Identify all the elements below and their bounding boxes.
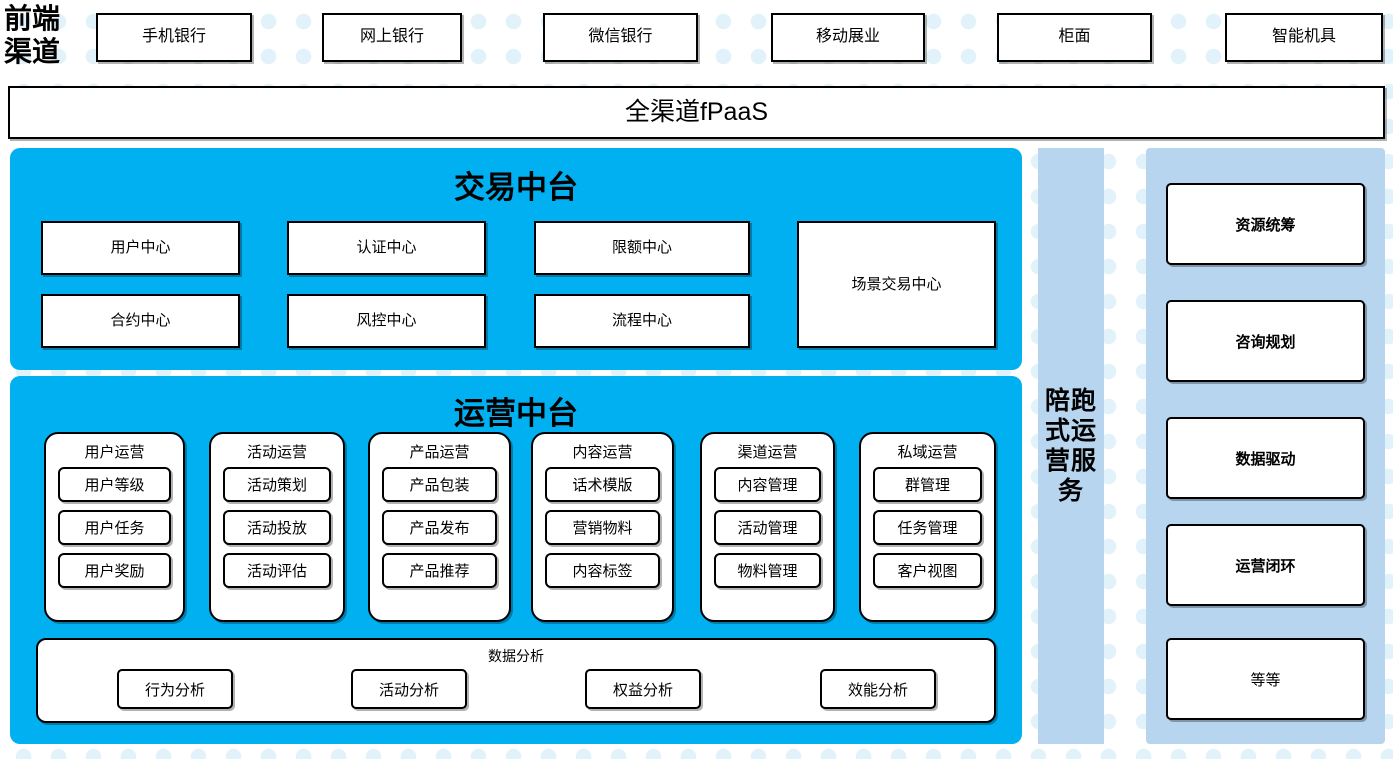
data-analysis-performance[interactable]: 效能分析 xyxy=(820,669,936,709)
data-analysis-activity[interactable]: 活动分析 xyxy=(351,669,467,709)
ops-column-title: 私域运营 xyxy=(897,444,958,461)
ops-column-title: 活动运营 xyxy=(246,444,307,461)
ops-item-user-level[interactable]: 用户等级 xyxy=(58,467,171,502)
ops-item-material-manage[interactable]: 物料管理 xyxy=(714,553,821,588)
ops-item-product-release[interactable]: 产品发布 xyxy=(382,510,497,545)
ops-column-content-operation[interactable]: 内容运营 话术模版 营销物料 内容标签 xyxy=(531,432,674,622)
ops-column-activity-operation[interactable]: 活动运营 活动策划 活动投放 活动评估 xyxy=(209,432,345,622)
data-analysis-behavior[interactable]: 行为分析 xyxy=(117,669,233,709)
capability-data-driven[interactable]: 数据驱动 xyxy=(1166,417,1365,499)
ops-item-activity-delivery[interactable]: 活动投放 xyxy=(223,510,331,545)
trade-cell-auth-center[interactable]: 认证中心 xyxy=(287,221,486,275)
ops-center-title: 运营中台 xyxy=(454,396,578,431)
ops-item-script-template[interactable]: 话术模版 xyxy=(545,467,660,502)
channel-mobile-bank[interactable]: 手机银行 xyxy=(96,13,252,62)
ops-item-content-tag[interactable]: 内容标签 xyxy=(545,553,660,588)
companion-operation-service-label: 陪跑式运营服务 xyxy=(1044,387,1097,505)
capability-etc[interactable]: 等等 xyxy=(1166,638,1365,720)
ops-column-title: 用户运营 xyxy=(84,444,145,461)
ops-item-marketing-material[interactable]: 营销物料 xyxy=(545,510,660,545)
ops-item-activity-planning[interactable]: 活动策划 xyxy=(223,467,331,502)
front-end-channel-label: 前端 渠道 xyxy=(4,3,82,73)
companion-operation-service-strip[interactable]: 陪跑式运营服务 xyxy=(1038,148,1104,744)
channel-counter[interactable]: 柜面 xyxy=(997,13,1152,62)
ops-item-task-manage[interactable]: 任务管理 xyxy=(873,510,982,545)
trade-center-panel: 交易中台 用户中心 认证中心 限额中心 合约中心 风控中心 流程中心 场景交易中… xyxy=(10,148,1022,370)
ops-center-panel: 运营中台 用户运营 用户等级 用户任务 用户奖励 活动运营 活动策划 活动投放 … xyxy=(10,376,1022,744)
ops-item-activity-manage[interactable]: 活动管理 xyxy=(714,510,821,545)
ops-column-product-operation[interactable]: 产品运营 产品包装 产品发布 产品推荐 xyxy=(368,432,511,622)
ops-item-customer-view[interactable]: 客户视图 xyxy=(873,553,982,588)
trade-cell-contract-center[interactable]: 合约中心 xyxy=(41,294,240,348)
capability-consulting-planning[interactable]: 咨询规划 xyxy=(1166,300,1365,382)
capability-resource-coordination[interactable]: 资源统筹 xyxy=(1166,183,1365,265)
trade-cell-user-center[interactable]: 用户中心 xyxy=(41,221,240,275)
ops-column-title: 产品运营 xyxy=(409,444,470,461)
capability-panel: 资源统筹 咨询规划 数据驱动 运营闭环 等等 xyxy=(1146,148,1385,744)
channel-mobile-biz[interactable]: 移动展业 xyxy=(771,13,925,62)
trade-center-title: 交易中台 xyxy=(454,170,578,205)
trade-cell-limit-center[interactable]: 限额中心 xyxy=(534,221,750,275)
channel-smart-machine[interactable]: 智能机具 xyxy=(1225,13,1383,62)
data-analysis-title: 数据分析 xyxy=(488,648,544,664)
omnichannel-fpaas-bar[interactable]: 全渠道fPaaS xyxy=(8,86,1385,139)
ops-column-title: 渠道运营 xyxy=(737,444,798,461)
trade-cell-risk-center[interactable]: 风控中心 xyxy=(287,294,486,348)
ops-item-activity-evaluate[interactable]: 活动评估 xyxy=(223,553,331,588)
channel-wechat-bank[interactable]: 微信银行 xyxy=(543,13,698,62)
ops-column-channel-operation[interactable]: 渠道运营 内容管理 活动管理 物料管理 xyxy=(700,432,835,622)
data-analysis-benefit[interactable]: 权益分析 xyxy=(585,669,701,709)
ops-column-title: 内容运营 xyxy=(572,444,633,461)
capability-operation-closed-loop[interactable]: 运营闭环 xyxy=(1166,524,1365,606)
data-analysis-panel[interactable]: 数据分析 行为分析 活动分析 权益分析 效能分析 xyxy=(36,638,996,723)
trade-cell-scene-transaction-center[interactable]: 场景交易中心 xyxy=(797,221,996,348)
ops-column-private-domain-operation[interactable]: 私域运营 群管理 任务管理 客户视图 xyxy=(859,432,996,622)
ops-item-product-packaging[interactable]: 产品包装 xyxy=(382,467,497,502)
ops-item-group-manage[interactable]: 群管理 xyxy=(873,467,982,502)
trade-cell-process-center[interactable]: 流程中心 xyxy=(534,294,750,348)
ops-item-user-reward[interactable]: 用户奖励 xyxy=(58,553,171,588)
front-end-channel-label-line1: 前端 xyxy=(4,4,61,35)
channel-online-bank[interactable]: 网上银行 xyxy=(322,13,462,62)
ops-item-content-manage[interactable]: 内容管理 xyxy=(714,467,821,502)
front-end-channel-label-line2: 渠道 xyxy=(4,37,61,68)
ops-column-user-operation[interactable]: 用户运营 用户等级 用户任务 用户奖励 xyxy=(44,432,185,622)
ops-item-product-recommend[interactable]: 产品推荐 xyxy=(382,553,497,588)
ops-item-user-task[interactable]: 用户任务 xyxy=(58,510,171,545)
